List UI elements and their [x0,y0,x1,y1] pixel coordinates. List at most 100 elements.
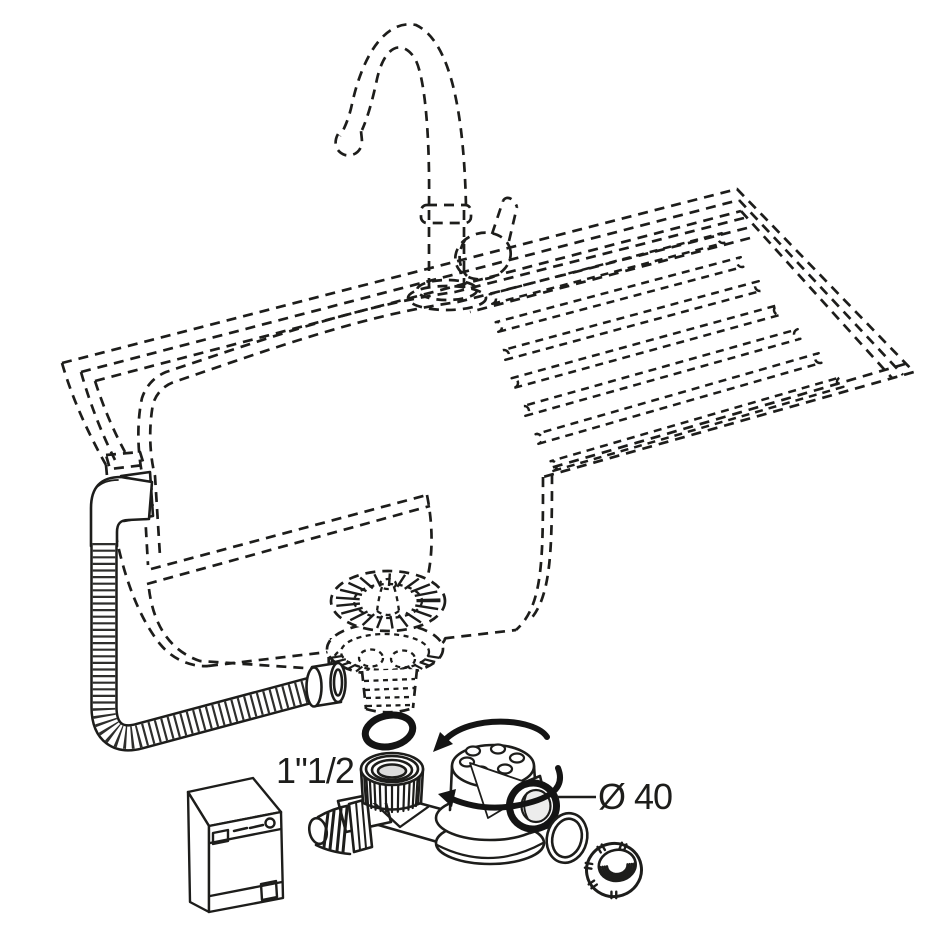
dome-slot-tick [336,602,361,607]
drainboard-ridge-line [469,236,751,314]
counter-left-edge [60,362,108,466]
dome-slot-tick [339,588,363,597]
dome-slot-tick [361,613,376,627]
outlet-gasket [545,811,589,865]
ring-nut-notch [590,883,599,890]
o-ring-seal [361,711,417,751]
flange-hatch-tick [330,654,343,659]
label-outlet-diameter: Ø 40 [598,776,672,817]
counter-left-edge-2 [79,371,117,461]
strainer-side-inlet [328,651,339,691]
overflow-hose [90,543,323,752]
nut-knurl-tick [402,781,406,813]
flange-hatch-tick [347,663,357,670]
hose-collar [305,661,347,708]
strainer-neck-threads [363,677,416,708]
strainer-thread-row [364,686,415,692]
drainboard-rib [501,279,763,362]
counter-front-rim-line-2 [546,362,906,471]
hex-facet-line [361,800,367,849]
strainer-neck-right [411,668,419,709]
union-nut-group [359,751,425,814]
faucet-handle-knob [453,231,513,281]
ring-nut-thread-arc [601,862,634,880]
overflow-hole-tab [104,450,146,471]
trap-skirt-groove [435,841,545,860]
dome-slot-tick [349,610,369,622]
drainboard-rib [549,375,845,473]
flange-hatch-tick [355,665,364,673]
faucet-collar [419,203,473,225]
ring-nut-notch [600,843,607,852]
collar-left-rim [305,666,323,708]
nut-thread-ring-2 [370,758,414,782]
bowl-right-edge [515,476,545,632]
dome-slot-tick [404,577,420,590]
overflow-elbow-group [89,470,155,548]
faucet-base-lower [406,284,488,312]
faucet-lever-tip [501,196,519,208]
rotate-arrow-front [449,765,563,811]
faucet-lever-right [507,206,519,242]
collar-opening [332,668,344,697]
overflow-elbow-body [89,475,154,548]
outlet-ring-nut [583,841,643,900]
nut-knurl-tick [365,774,370,808]
dishwasher-panel-knob [264,817,276,829]
barb-outline-bottom [314,843,352,856]
bowl-rim-hole-edge-2 [148,226,748,557]
strainer-neck-fill [362,669,417,709]
bowl-rim-hole-edge [137,216,745,566]
rotate-arrow-top-head [433,732,453,752]
nut-knurl-tick [411,777,416,810]
strainer-thread-row [366,703,413,708]
ring-nut-notch [587,879,596,886]
nut-knurl-tick [373,779,377,811]
dishwasher-panel-button [211,828,230,846]
counter-right-rim-line-2 [738,199,904,376]
sink-strainer-group [325,569,447,714]
trap-top-hole [489,743,507,755]
bowl-right-edge-2 [528,473,554,622]
dome-slot-tick [359,576,374,590]
drainboard-ribs [488,231,845,473]
flange-hatch-tick [413,663,423,670]
drainboard-rib [494,255,745,334]
dishwasher-panel-slot [248,823,265,830]
ring-nut-notch [596,845,602,854]
strainer-drain-hole-right [389,649,417,669]
barb-rib [335,807,343,853]
ring-nut-notches [583,841,628,900]
nut-knurl-tick [378,781,382,813]
barb-hex-nut [347,797,374,854]
dishwasher-panel-line [208,827,283,845]
drainboard-rib [534,351,823,446]
labels-group: 1"1/2 Ø 40 [276,750,673,817]
nut-knurling [362,771,422,814]
hex-facet-line [355,801,361,851]
strainer-drain-hole-left [357,648,385,668]
strainer-thread-row [363,677,416,683]
strainer-knob-top [378,577,398,591]
bowl-floor-back-edge-2 [146,504,431,586]
barb-ribs [322,806,349,854]
strainer-neck-left [360,670,368,710]
faucet-handle-knob-arc [458,239,469,277]
nut-knurl-tick [368,777,373,810]
nut-knurl-tick [407,779,411,811]
ring-nut-notch [583,866,593,870]
counter-left-edge-3 [93,380,127,453]
flange-hatch-tick [423,658,436,664]
faucet-spout-inner-curve [360,46,431,207]
nut-thread-ring-1 [364,754,420,784]
counter-outer-edge [61,187,916,479]
barb-rib [328,809,336,851]
dishwasher-drain-hatch [259,879,279,902]
faucet-group [334,22,519,312]
faucet-lever-left [490,200,505,235]
bowl-floor-front-edge [147,588,335,672]
counter-back-rim-line-3 [94,209,742,383]
dome-slot-tick [397,614,409,628]
dome-slot-tick [389,615,394,629]
